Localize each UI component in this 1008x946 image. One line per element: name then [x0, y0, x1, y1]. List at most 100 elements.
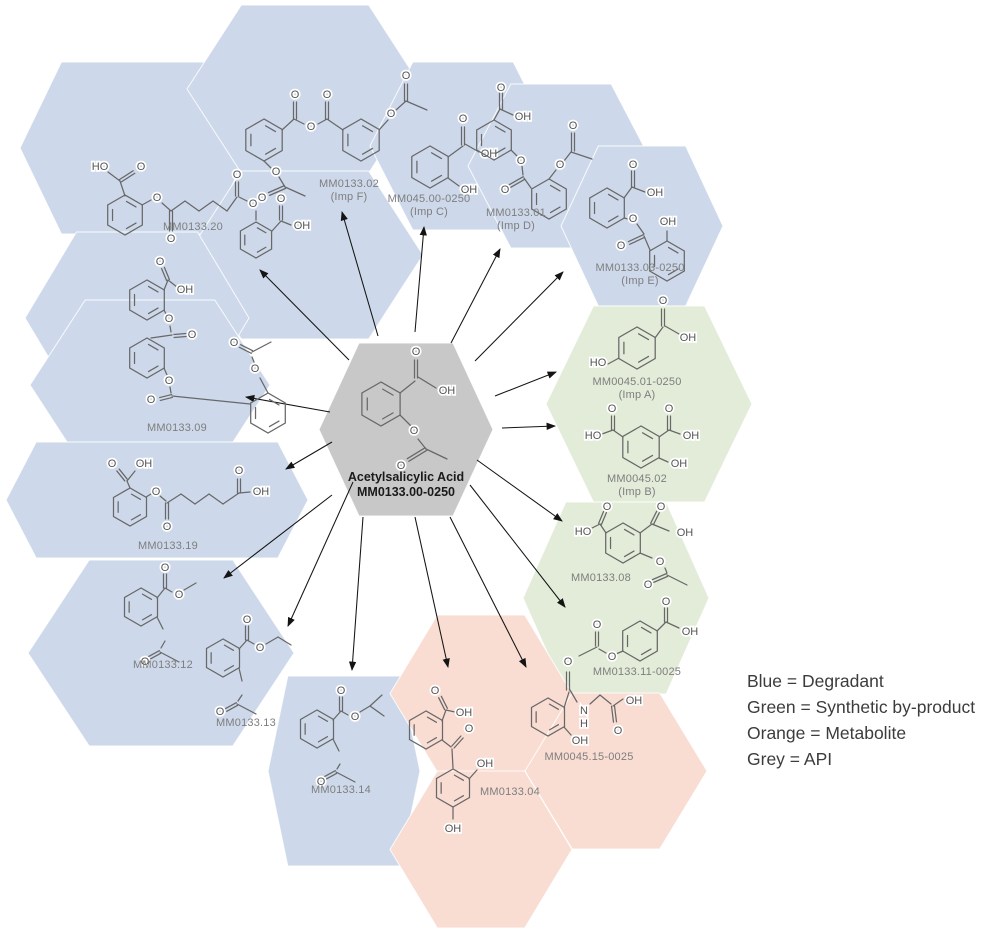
legend-item-api: Grey = API — [747, 749, 833, 769]
atom-label: OH — [481, 148, 498, 160]
atom-label: O — [163, 521, 172, 533]
compound-label-mm0045-02: MM0045.02(Imp B) — [607, 473, 667, 499]
atom-label: O — [156, 256, 165, 268]
structure-mm0133-14: OOO — [299, 683, 385, 790]
compound-label-line: (Imp A) — [618, 389, 656, 401]
arrow-to-mm045-00 — [414, 225, 427, 333]
arrow-to-mm0045-02 — [501, 422, 557, 430]
compound-label-line: MM0045.02 — [607, 473, 667, 485]
atom-label: O — [351, 711, 360, 723]
atom-label: HO — [92, 161, 109, 173]
atom-label: O — [665, 403, 674, 415]
compound-label-line: (Imp D) — [496, 220, 536, 232]
hexagon-syn-lower — [522, 501, 710, 695]
color-legend: Blue = Degradant Green = Synthetic by-pr… — [747, 668, 975, 772]
atom-label: OH — [572, 735, 589, 747]
atom-label: O — [397, 460, 406, 472]
atom-label: O — [662, 596, 671, 608]
compound-label-line: MM0045.15-0025 — [544, 751, 634, 763]
atom-label: O — [608, 403, 617, 415]
atom-label: O — [291, 89, 300, 101]
atom-label: O — [337, 685, 346, 697]
atom-label: O — [235, 465, 244, 477]
atom-label: O — [501, 184, 510, 196]
atom-label: HO — [585, 430, 602, 442]
compound-label-line: MM0133.04 — [480, 786, 540, 798]
arrow-to-mm0133-12 — [223, 494, 333, 579]
compound-label-line: MM0133.03-0250 — [595, 262, 685, 274]
atom-label: OH — [647, 187, 664, 199]
compound-label-line: MM045.00-0250 — [387, 193, 471, 205]
compound-label-line: MM0133.08 — [571, 572, 631, 584]
compound-label-line: MM0133.12 — [133, 659, 193, 671]
atom-label: OH — [461, 184, 478, 196]
arrow-to-mm0045-01 — [494, 371, 557, 397]
compound-label-line: (Imp B) — [618, 486, 656, 498]
atom-label: O — [323, 89, 332, 101]
compound-label-mm0133-14: MM0133.14 — [311, 784, 371, 797]
atom-label: OH — [136, 458, 153, 470]
atom-label: O — [258, 192, 267, 204]
atom-label: H — [580, 718, 588, 730]
atom-label: N — [580, 705, 588, 717]
atom-label: O — [465, 723, 474, 735]
compound-label-line: MM0133.01 — [486, 207, 546, 219]
compound-label-mm0133-01: MM0133.01(Imp D) — [486, 207, 546, 233]
atom-label: O — [497, 82, 506, 94]
atom-label: OH — [477, 758, 494, 770]
atom-label: O — [617, 240, 626, 252]
atom-label: O — [277, 193, 286, 205]
atom-label: O — [243, 614, 252, 626]
structure-mm045-00: O OH OH — [411, 111, 499, 198]
atom-label: OH — [671, 458, 688, 470]
arrow-to-mm0133-11 — [469, 484, 566, 608]
atom-label: O — [603, 501, 612, 513]
atom-label: O — [108, 458, 117, 470]
compound-label-line: MM0133.09 — [147, 422, 207, 434]
atom-label: OH — [683, 430, 700, 442]
compound-label-mm0133-20: MM0133.20 — [163, 221, 223, 234]
arrow-to-mm0133-04 — [414, 516, 450, 669]
atom-label: O — [188, 329, 197, 341]
compound-label-line: MM0133.11-0025 — [592, 666, 682, 678]
compound-label-line: (Imp E) — [621, 275, 659, 287]
compound-label-mm0133-09: MM0133.09 — [147, 422, 207, 435]
atom-label: OH — [439, 385, 456, 397]
atom-label: O — [216, 706, 225, 718]
atom-label: OH — [626, 695, 643, 707]
atom-label: O — [402, 70, 411, 82]
atom-label: HO — [590, 357, 607, 369]
hexagon-met-right — [524, 692, 708, 850]
legend-item-degradant: Blue = Degradant — [747, 671, 884, 691]
legend-item-metabolite: Orange = Metabolite — [747, 723, 907, 743]
compound-label-mm0045-01: MM0045.01-0250(Imp A) — [592, 376, 681, 402]
atom-label: O — [161, 562, 170, 574]
legend-item-synthetic: Green = Synthetic by-product — [747, 697, 976, 717]
atom-label: O — [249, 198, 258, 210]
atom-label: O — [629, 159, 638, 171]
compound-label-line: (Imp F) — [330, 191, 368, 203]
atom-label: O — [517, 155, 526, 167]
structure-mm0133-12: OOO — [123, 560, 197, 670]
atom-label: O — [175, 589, 184, 601]
atom-label: O — [230, 337, 239, 349]
compound-label-mm0133-02: MM0133.02(Imp F) — [319, 178, 379, 204]
arrow-to-mm0133-19 — [285, 441, 333, 470]
atom-label: O — [656, 556, 665, 568]
atom-label: O — [307, 121, 316, 133]
compound-label-mm0133-12: MM0133.12 — [133, 659, 193, 672]
atom-label: OH — [677, 527, 694, 539]
atom-label: O — [459, 113, 468, 125]
atom-label: O — [251, 363, 260, 375]
center-compound-code: MM0133.00-0250 — [357, 485, 455, 499]
compound-label-line: (Imp C) — [409, 206, 449, 218]
